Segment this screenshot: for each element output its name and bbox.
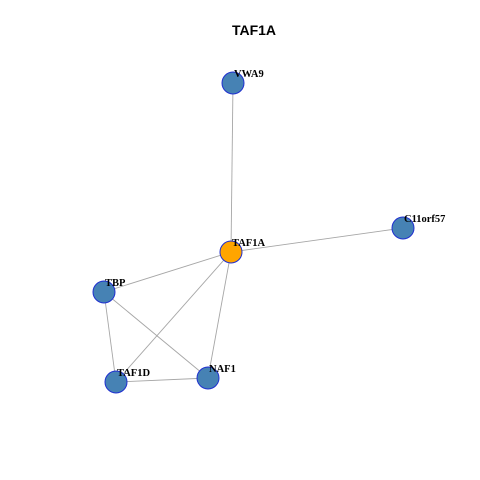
node-label-c11orf57: C11orf57 bbox=[404, 214, 445, 225]
node-label-taf1d: TAF1D bbox=[117, 368, 150, 379]
node-tbp bbox=[92, 280, 116, 304]
edge-taf1a-taf1d bbox=[115, 251, 232, 383]
edge-layer bbox=[103, 82, 404, 383]
edge-tbp-naf1 bbox=[103, 291, 209, 379]
node-label-naf1: NAF1 bbox=[209, 364, 236, 375]
node-label-vwa9: VWA9 bbox=[234, 69, 264, 80]
node-layer bbox=[92, 71, 415, 394]
diagram-title: TAF1A bbox=[232, 22, 276, 38]
node-naf1 bbox=[196, 366, 220, 390]
node-c11orf57 bbox=[391, 216, 415, 240]
node-taf1d bbox=[104, 370, 128, 394]
edge-taf1d-naf1 bbox=[115, 377, 209, 383]
edge-taf1a-c11orf57 bbox=[230, 227, 404, 253]
edge-taf1a-naf1 bbox=[207, 251, 232, 379]
node-label-tbp: TBP bbox=[105, 278, 126, 289]
node-label-taf1a: TAF1A bbox=[232, 238, 265, 249]
edge-taf1a-tbp bbox=[103, 251, 232, 293]
edge-taf1a-vwa9 bbox=[230, 82, 234, 253]
node-vwa9 bbox=[221, 71, 245, 95]
edge-tbp-taf1d bbox=[103, 291, 117, 383]
node-taf1a bbox=[219, 240, 243, 264]
